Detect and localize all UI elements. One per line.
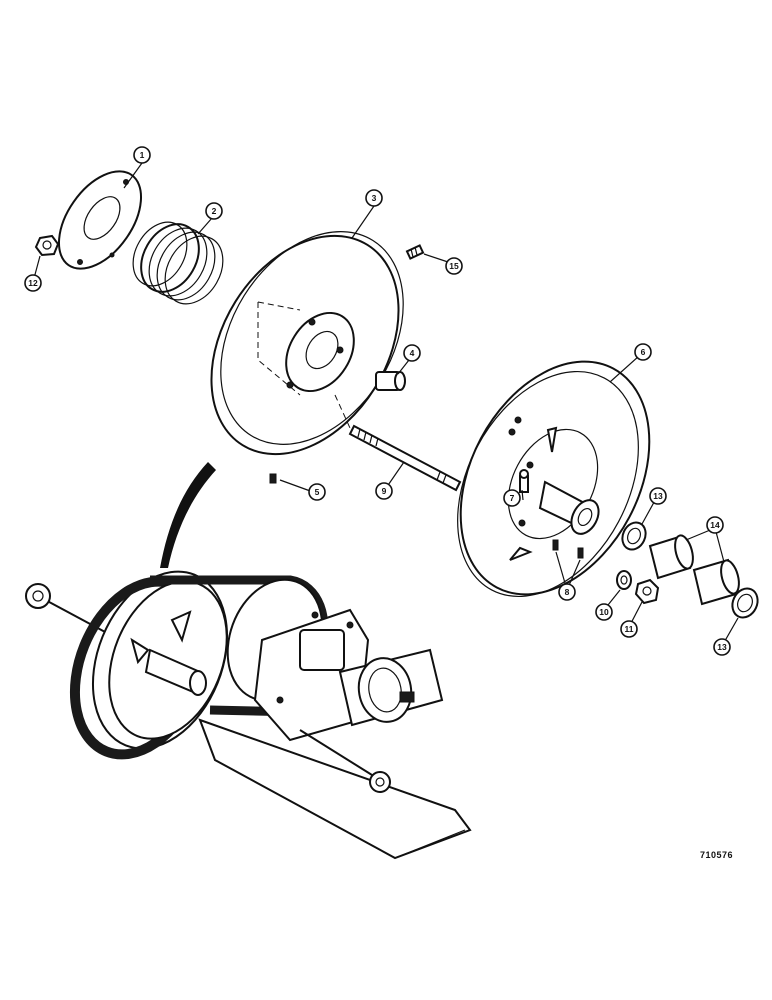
washer-part-13-a — [621, 521, 647, 551]
bushings-part-14 — [648, 534, 740, 606]
set-screws-part-8 — [552, 539, 584, 559]
callout-13-lower: 13 — [713, 638, 731, 656]
nut-part-12 — [34, 234, 60, 257]
svg-text:2: 2 — [212, 206, 217, 216]
callout-14: 14 — [706, 516, 724, 534]
flange-plate-part — [57, 170, 143, 270]
callout-12: 12 — [24, 274, 42, 292]
callout-10: 10 — [595, 603, 613, 621]
callout-6: 6 — [634, 343, 652, 361]
nut-part-11 — [634, 578, 660, 605]
washer-part-13-b — [731, 587, 759, 619]
svg-text:7: 7 — [510, 493, 515, 503]
callout-7: 7 — [503, 489, 521, 507]
callout-13-upper: 13 — [649, 487, 667, 505]
figure-reference-number: 710576 — [700, 850, 734, 860]
svg-text:13: 13 — [717, 642, 727, 652]
sheave-disc-part-3 — [210, 231, 404, 456]
svg-text:14: 14 — [710, 520, 720, 530]
callout-4: 4 — [403, 344, 421, 362]
svg-text:11: 11 — [625, 624, 634, 634]
assembly-view — [25, 570, 472, 860]
svg-text:8: 8 — [565, 587, 570, 597]
svg-text:1: 1 — [140, 150, 145, 160]
callout-3: 3 — [365, 189, 383, 207]
callout-8: 8 — [558, 583, 576, 601]
svg-text:12: 12 — [28, 278, 38, 288]
callout-11: 11 — [620, 620, 638, 638]
callout-5: 5 — [308, 483, 326, 501]
callout-2: 2 — [205, 202, 223, 220]
callout-1: 1 — [133, 146, 151, 164]
svg-text:10: 10 — [599, 607, 609, 617]
set-screw-part-15 — [405, 244, 425, 260]
lock-washer-part-10 — [616, 570, 632, 590]
spring-part — [132, 221, 224, 305]
bushing-part-4 — [375, 371, 406, 391]
detail-arrow — [160, 462, 216, 568]
fixed-sheave-part-6 — [457, 360, 651, 598]
grease-fitting-part-7 — [519, 469, 529, 493]
callout-9: 9 — [375, 482, 393, 500]
shaft-bolt-part-9 — [334, 394, 462, 492]
svg-text:6: 6 — [641, 347, 646, 357]
callout-15: 15 — [445, 257, 463, 275]
svg-text:9: 9 — [382, 486, 387, 496]
svg-text:5: 5 — [315, 487, 320, 497]
svg-text:3: 3 — [372, 193, 377, 203]
svg-text:15: 15 — [449, 261, 459, 271]
pin-part-5 — [269, 473, 277, 484]
svg-text:13: 13 — [653, 491, 663, 501]
svg-text:4: 4 — [410, 348, 415, 358]
